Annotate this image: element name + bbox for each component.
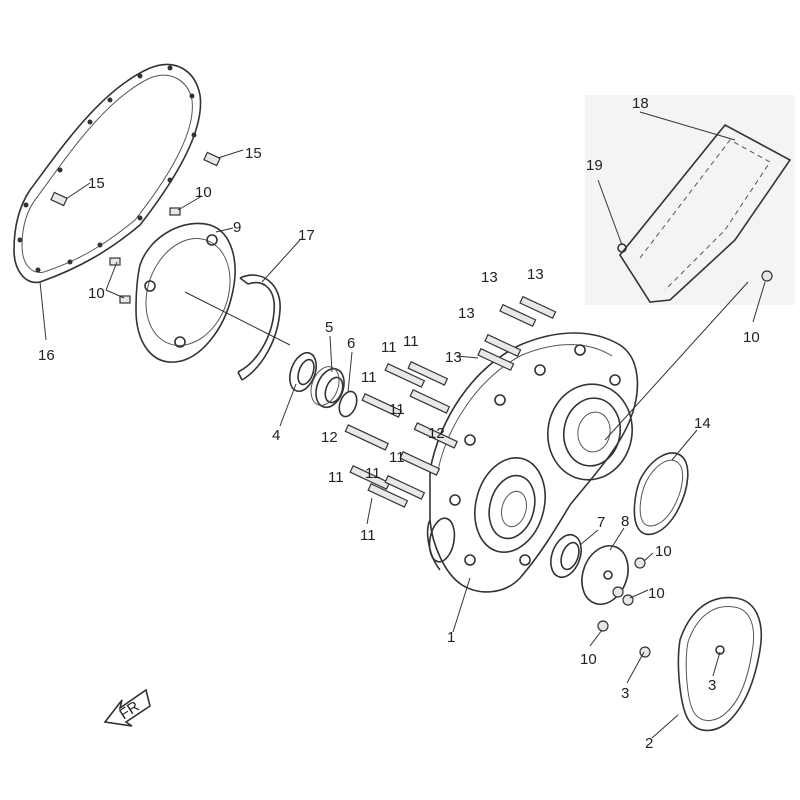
callout-11: 11 (389, 401, 405, 418)
callout-11: 11 (389, 449, 405, 466)
gasket-2 (677, 596, 762, 732)
callout-10: 10 (195, 184, 212, 201)
o-ring-6 (338, 390, 358, 418)
callout-11: 11 (328, 469, 344, 486)
callout-2: 2 (645, 735, 653, 752)
callout-17: 17 (298, 227, 315, 244)
callout-15: 15 (245, 145, 262, 162)
callout-13: 13 (481, 269, 498, 286)
callout-3: 3 (708, 677, 716, 694)
callout-8: 8 (621, 513, 629, 530)
callout-10: 10 (580, 651, 597, 668)
guard-plate-18 (585, 95, 795, 305)
callout-7: 7 (597, 514, 605, 531)
callout-10: 10 (655, 543, 672, 560)
callout-11: 11 (365, 465, 381, 482)
leader-lines (39, 111, 766, 739)
outer-gasket-16 (13, 63, 202, 284)
oil-seal-4 (289, 351, 317, 393)
callout-19: 19 (586, 157, 603, 174)
callout-18: 18 (632, 95, 649, 112)
callout-11: 11 (381, 339, 397, 356)
callout-11: 11 (403, 333, 419, 350)
forward-arrow-icon: FR (103, 688, 151, 727)
callout-14: 14 (694, 415, 711, 432)
callout-12: 12 (428, 425, 445, 442)
callout-11: 11 (361, 369, 377, 386)
callout-12: 12 (321, 429, 338, 446)
callout-10: 10 (88, 285, 105, 302)
callout-9: 9 (233, 219, 241, 236)
cover-plate-9 (135, 222, 291, 363)
small-cover-8 (581, 545, 629, 605)
callout-13: 13 (445, 349, 462, 366)
callout-4: 4 (272, 427, 280, 444)
crankcase-housing-1 (426, 332, 639, 593)
callout-10: 10 (743, 329, 760, 346)
callout-16: 16 (38, 347, 55, 364)
callout-13: 13 (458, 305, 475, 322)
small-gasket-14 (633, 452, 689, 536)
bearing-5 (310, 366, 345, 409)
callout-5: 5 (325, 319, 333, 336)
bearing-7 (550, 533, 582, 579)
callout-3: 3 (621, 685, 629, 702)
callout-13: 13 (527, 266, 544, 283)
callout-11: 11 (360, 527, 376, 544)
callout-6: 6 (347, 335, 355, 352)
callout-1: 1 (447, 629, 455, 646)
fasteners (50, 151, 773, 658)
seal-strip-17 (237, 274, 281, 381)
callout-10: 10 (648, 585, 665, 602)
callout-15: 15 (88, 175, 105, 192)
callout-labels: 1 2 3 3 4 5 6 7 8 9 10 10 10 10 10 10 10… (38, 95, 760, 752)
